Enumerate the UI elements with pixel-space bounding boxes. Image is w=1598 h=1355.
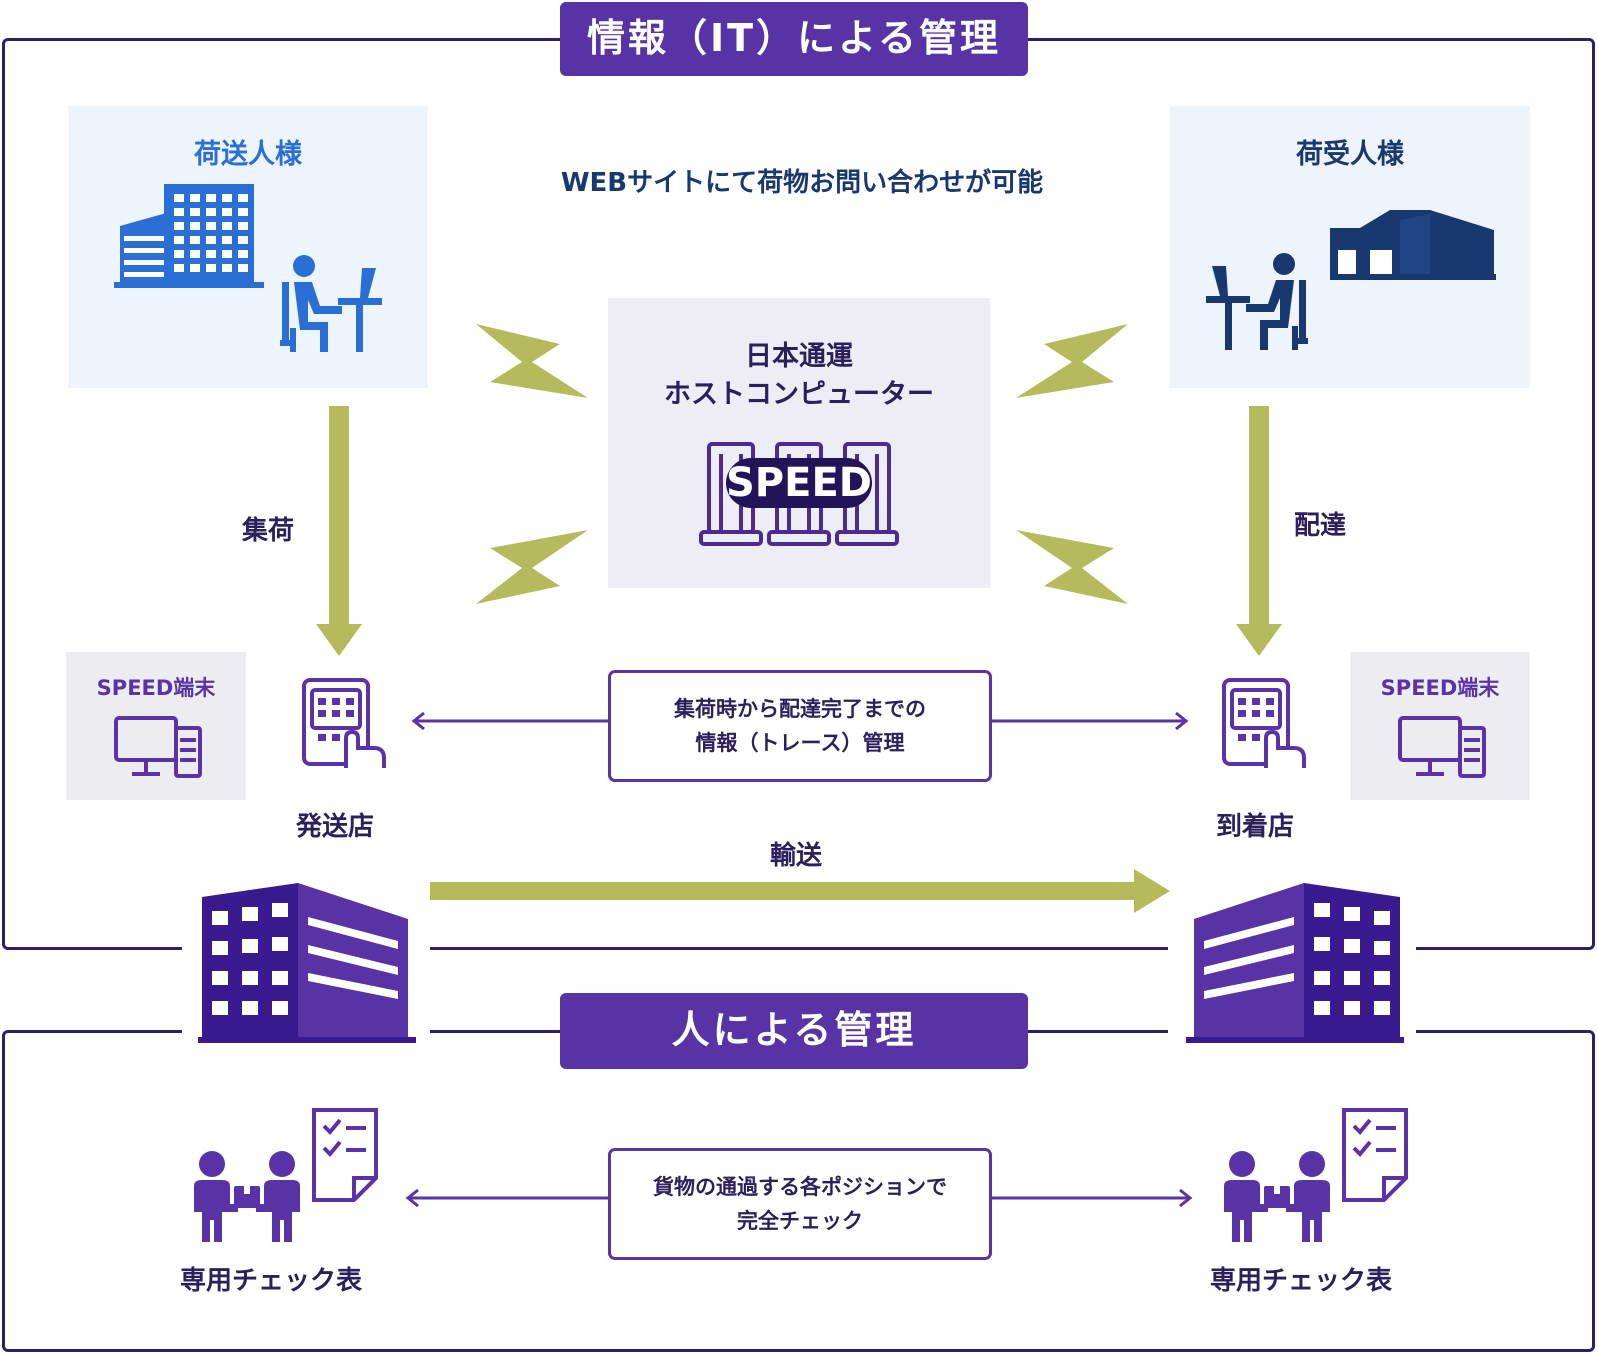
desktop-computer-icon [114, 716, 202, 778]
speed-terminal-label: SPEED端末 [96, 676, 216, 700]
delivery-arrow [1236, 406, 1282, 656]
shipper-title: 荷送人様 [194, 139, 302, 170]
speed-terminal-right: SPEED端末 [1350, 652, 1530, 800]
lightning-bolt-icon [1016, 530, 1128, 604]
check-sheet-label-left: 専用チェック表 [180, 1266, 363, 1296]
trace-line2: 情報（トレース）管理 [695, 731, 905, 755]
receiver-panel: 荷受人様 [1170, 106, 1530, 388]
handheld-terminal-icon [302, 678, 386, 768]
person-at-desk-icon [280, 255, 382, 352]
origin-store-building-icon [198, 883, 416, 1043]
trace-line1: 集荷時から配達完了までの [674, 697, 926, 721]
destination-store-label: 到着店 [1216, 812, 1295, 842]
office-building-icon [114, 184, 264, 288]
lightning-bolt-icon [476, 530, 588, 604]
speed-terminal-label: SPEED端末 [1380, 676, 1500, 700]
speed-terminal-left: SPEED端末 [66, 652, 246, 800]
checklist-icon [312, 1108, 378, 1202]
host-computer-panel: 日本通運 ホストコンピューター SPEED [608, 298, 990, 588]
destination-store-building-icon [1186, 883, 1404, 1043]
shipper-panel: 荷送人様 [68, 106, 428, 388]
check-sheet-label-right: 専用チェック表 [1210, 1266, 1393, 1296]
receiver-title: 荷受人様 [1296, 139, 1404, 170]
people-handover-icon [1224, 1151, 1330, 1242]
transport-label: 輸送 [770, 841, 823, 871]
desktop-computer-icon [1398, 716, 1486, 778]
pickup-label: 集荷 [242, 516, 295, 546]
lightning-bolt-icon [1016, 324, 1128, 398]
host-name-line1: 日本通運 [745, 341, 853, 372]
transport-arrow [430, 869, 1170, 913]
check-line2: 完全チェック [737, 1209, 863, 1233]
person-at-desk-icon [1206, 253, 1308, 350]
pickup-arrow [316, 406, 362, 656]
host-name-line2: ホストコンピューター [664, 379, 934, 410]
web-inquiry-note: WEBサイトにて荷物お問い合わせが可能 [560, 168, 1044, 198]
trace-management-box: 集荷時から配達完了までの 情報（トレース）管理 [608, 670, 992, 782]
human-section-title: 人による管理 [560, 993, 1028, 1069]
handheld-terminal-icon [1222, 678, 1306, 768]
speed-logo: SPEED [726, 458, 872, 508]
it-section-title: 情報（IT）による管理 [560, 2, 1028, 76]
origin-store-label: 発送店 [296, 812, 375, 842]
checklist-icon [1342, 1108, 1408, 1202]
lightning-bolt-icon [476, 324, 588, 398]
delivery-label: 配達 [1294, 511, 1347, 541]
people-handover-icon [194, 1151, 300, 1242]
check-line1: 貨物の通過する各ポジションで [653, 1175, 947, 1199]
warehouse-icon [1330, 210, 1496, 280]
position-check-box: 貨物の通過する各ポジションで 完全チェック [608, 1148, 992, 1260]
